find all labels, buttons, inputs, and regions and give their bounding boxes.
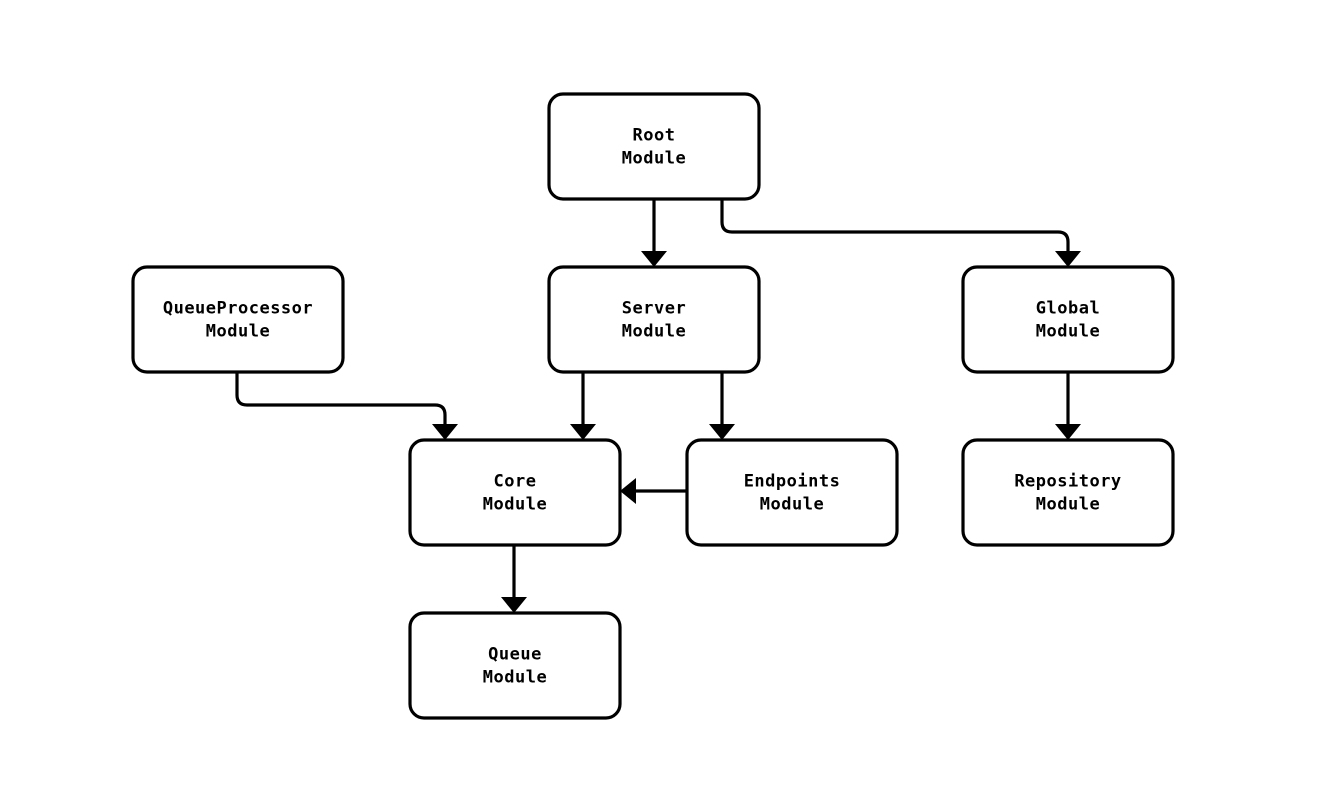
node-label-secondary: Module — [760, 495, 824, 515]
node-label-primary: Endpoints — [744, 472, 841, 492]
node-box[interactable] — [131, 265, 345, 374]
edge-root-to-server — [641, 199, 667, 267]
node-box[interactable] — [961, 265, 1175, 374]
node-box[interactable] — [685, 438, 899, 547]
node-label-secondary: Module — [483, 495, 547, 515]
edges-layer — [235, 199, 1081, 613]
node-label-secondary: Module — [622, 149, 686, 169]
node-box[interactable] — [961, 438, 1175, 547]
edge-endpoints-to-core — [620, 478, 687, 504]
arrowhead-icon — [570, 424, 596, 440]
node-label-primary: Queue — [488, 645, 542, 665]
edge-root-to-global — [720, 199, 1081, 267]
arrowhead-icon — [1055, 251, 1081, 267]
edge-server-to-endpoints — [709, 372, 735, 440]
node-label-primary: Server — [622, 299, 686, 319]
arrowhead-icon — [1055, 424, 1081, 440]
node-box[interactable] — [408, 611, 622, 720]
arrowhead-icon — [432, 424, 458, 440]
edge-line — [720, 199, 1070, 252]
edge-global-to-repository — [1055, 372, 1081, 440]
node-box[interactable] — [408, 438, 622, 547]
node-label-primary: Repository — [1014, 472, 1121, 492]
arrowhead-icon — [620, 478, 636, 504]
node-label-primary: Global — [1036, 299, 1100, 319]
arrowhead-icon — [641, 251, 667, 267]
node-label-primary: QueueProcessor — [163, 299, 313, 319]
node-box[interactable] — [547, 92, 761, 201]
arrowhead-icon — [709, 424, 735, 440]
node-label-secondary: Module — [1036, 322, 1100, 342]
node-label-primary: Root — [633, 126, 676, 146]
edge-server-to-core — [570, 372, 596, 440]
node-label-secondary: Module — [206, 322, 270, 342]
node-label-secondary: Module — [483, 668, 547, 688]
node-box[interactable] — [547, 265, 761, 374]
arrowhead-icon — [501, 597, 527, 613]
node-label-secondary: Module — [1036, 495, 1100, 515]
node-label-secondary: Module — [622, 322, 686, 342]
edge-line — [235, 372, 447, 425]
edge-queueprocessor-to-core — [235, 372, 458, 440]
node-label-primary: Core — [494, 472, 537, 492]
nodes-layer: RootModuleQueueProcessorModuleServerModu… — [131, 92, 1175, 720]
edge-core-to-queue — [501, 545, 527, 613]
